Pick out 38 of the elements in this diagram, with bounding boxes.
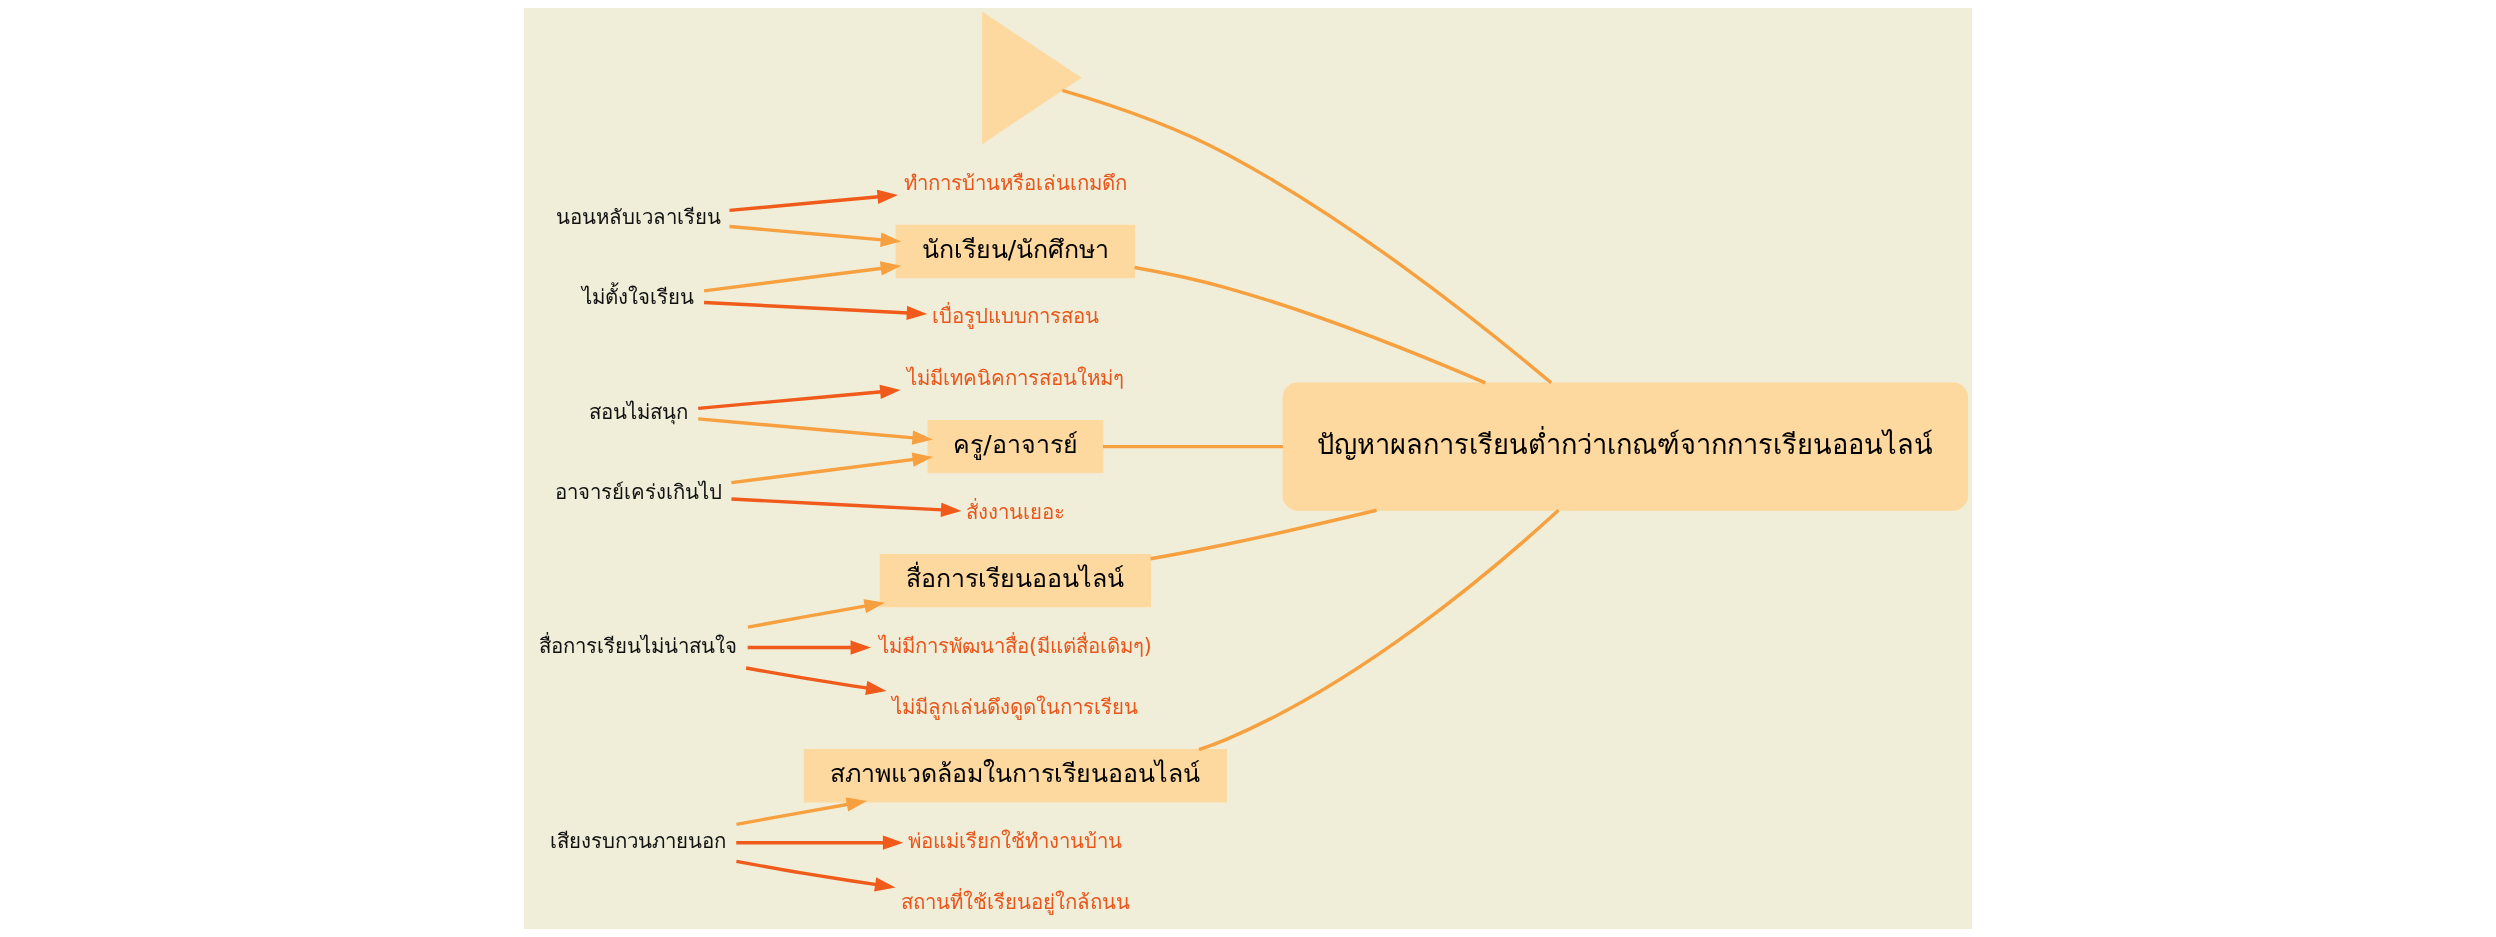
arrow — [729, 189, 898, 213]
node-text: สื่อการเรียนไม่น่าสนใจ — [539, 633, 738, 658]
node-text: ไม่มีลูกเล่นดึงดูดในการเรียน — [892, 694, 1139, 719]
arrow — [703, 261, 902, 293]
node-text: ไม่มีเทคนิคการสอนใหม่ๆ — [906, 365, 1124, 390]
arrow — [736, 797, 868, 827]
arrow — [747, 640, 872, 655]
node-box: ปัญหาผลการเรียนต่ำกว่าเกณฑ์จากการเรียนออนไลน์ — [1282, 382, 1969, 511]
node-text: สั่งงานเยอะ — [965, 499, 1065, 524]
connector — [1061, 88, 1553, 385]
connector — [1150, 508, 1377, 561]
connector — [1134, 265, 1487, 385]
arrow — [745, 666, 887, 695]
connector — [1198, 509, 1560, 752]
node-box: ครู/อาจารย์ — [927, 420, 1104, 474]
node-box: นักเรียน/นักศึกษา — [895, 224, 1136, 279]
node-box: สภาพแวดล้อมในการเรียนออนไลน์ — [803, 749, 1227, 803]
arrow — [698, 384, 901, 411]
arrow — [736, 835, 904, 850]
arrow — [747, 599, 885, 629]
arrow — [731, 497, 962, 517]
node-text: นอนหลับเวลาเรียน — [555, 204, 721, 229]
arrow — [704, 300, 928, 321]
node-box: สื่อการเรียนออนไลน์ — [879, 553, 1151, 608]
node-text: สถานที่ใช้เรียนอยู่ใกล้ถนน — [900, 889, 1130, 914]
arrow — [698, 417, 933, 445]
node-text: ไม่มีการพัฒนาสื่อ(มีแต่สื่อเดิมๆ) — [878, 633, 1152, 658]
node-text: อาจารย์เคร่งเกินไป — [554, 480, 722, 505]
node-text: เสียงรบกวนภายนอก — [550, 828, 727, 853]
node-triangle — [982, 11, 1082, 145]
node-text: พ่อแม่เรียกใช้ทำงานบ้าน — [908, 828, 1123, 853]
node-text: เบื่อรูปแบบการสอน — [931, 304, 1099, 329]
arrow — [731, 452, 933, 485]
arrow — [729, 224, 902, 247]
arrow — [736, 859, 896, 892]
node-text: สอนไม่สนุก — [588, 399, 688, 424]
connector — [1102, 444, 1283, 449]
node-text: ทำการบ้านหรือเล่นเกมดึก — [903, 170, 1127, 195]
